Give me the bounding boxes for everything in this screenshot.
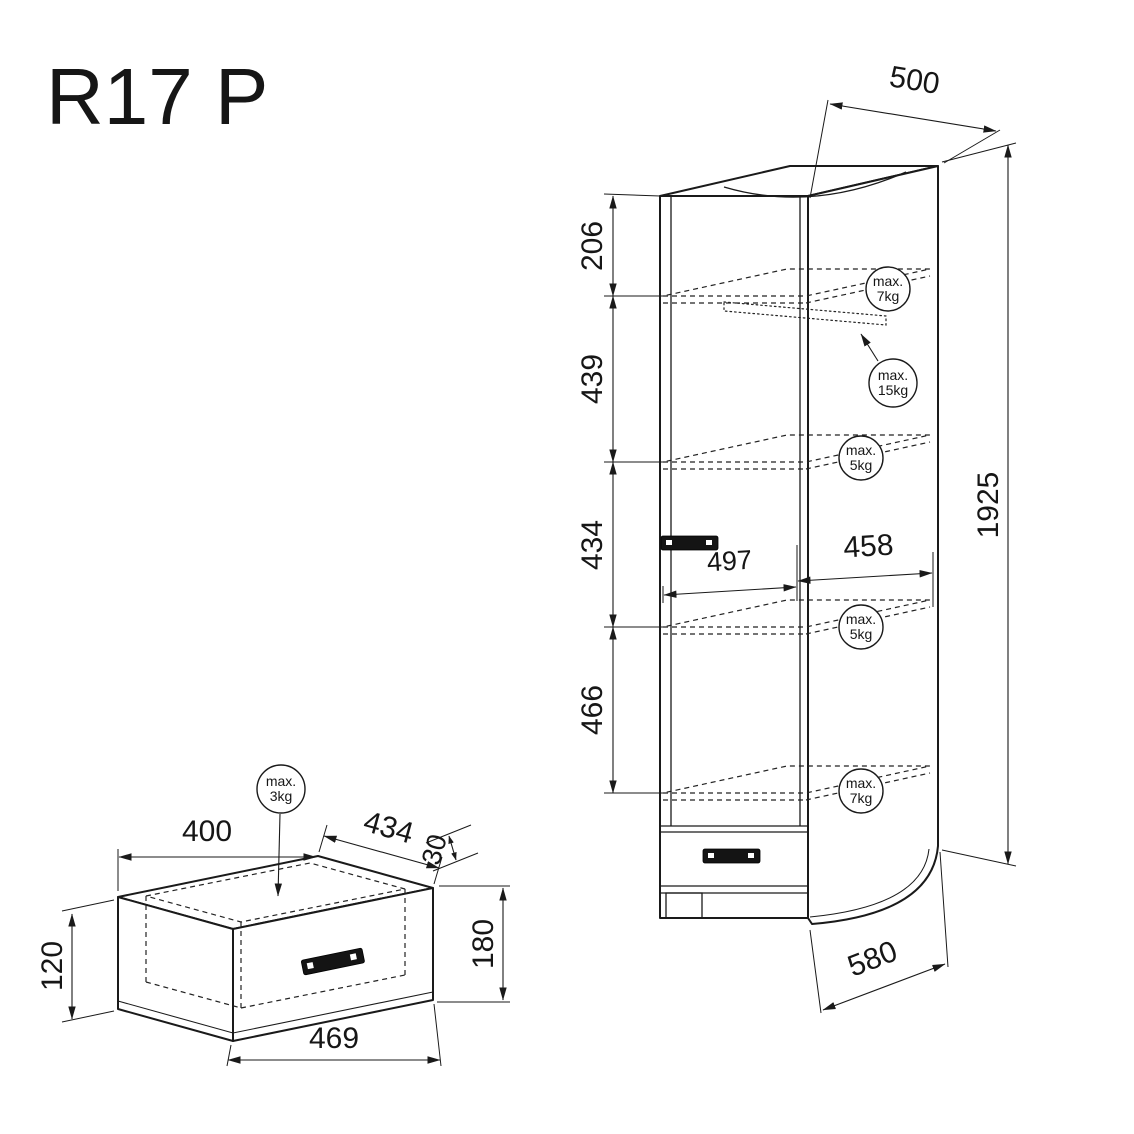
dim-line-drawer-width bbox=[323, 835, 440, 869]
cabinet-side-curve-inner bbox=[809, 848, 930, 918]
dim-label-400: 400 bbox=[182, 815, 232, 848]
cabinet-top-curved-edge bbox=[723, 171, 907, 198]
drawer-drawing bbox=[117, 855, 434, 1042]
rail-leader-arrow bbox=[860, 333, 879, 362]
load-top-shelf-line1: max. bbox=[873, 273, 903, 289]
interior-width-ticks bbox=[662, 545, 934, 607]
load-upper-shelf-line1: max. bbox=[846, 442, 876, 458]
drawer-front-height-extension bbox=[437, 885, 510, 1003]
load-middle-shelf-line2: 5kg bbox=[850, 626, 873, 642]
load-badge-middle-shelf: max. 5kg bbox=[838, 604, 884, 650]
dim-label-434-cab: 434 bbox=[576, 520, 609, 570]
load-drawer-line2: 3kg bbox=[270, 788, 293, 804]
hanging-rail bbox=[723, 301, 887, 326]
depth-extension-lines bbox=[809, 851, 949, 1014]
cabinet-drawing bbox=[659, 165, 939, 925]
load-rail-line2: 15kg bbox=[878, 382, 908, 398]
load-badge-upper-shelf: max. 5kg bbox=[838, 435, 884, 481]
cabinet-front-face bbox=[659, 195, 809, 919]
dim-label-120: 120 bbox=[36, 941, 69, 991]
model-title: R17 P bbox=[46, 52, 268, 141]
dim-label-497: 497 bbox=[706, 545, 753, 578]
load-bottom-shelf-line1: max. bbox=[846, 775, 876, 791]
load-badge-bottom-shelf: max. 7kg bbox=[838, 768, 884, 814]
load-badge-hanging-rail: max. 15kg bbox=[868, 358, 918, 408]
dim-line-top-width bbox=[829, 102, 997, 133]
dim-label-466: 466 bbox=[576, 685, 609, 735]
dim-label-580: 580 bbox=[843, 935, 902, 984]
load-bottom-shelf-line2: 7kg bbox=[850, 790, 873, 806]
cabinet-door-edges bbox=[660, 196, 808, 894]
drawer-handle bbox=[300, 947, 365, 976]
cabinet-load-badges: max. 7kg max. 15kg max. 5kg max. 5kg max… bbox=[838, 266, 918, 814]
cabinet-foot bbox=[665, 892, 703, 918]
load-badge-top-shelf: max. 7kg bbox=[865, 266, 911, 312]
dim-label-469: 469 bbox=[309, 1022, 359, 1055]
dim-label-439: 439 bbox=[576, 354, 609, 404]
dim-line-door-width bbox=[663, 584, 797, 598]
load-drawer-line1: max. bbox=[266, 773, 296, 789]
drawer-width-extension bbox=[318, 824, 443, 885]
dim-label-206: 206 bbox=[576, 221, 609, 271]
dim-label-180: 180 bbox=[467, 919, 500, 969]
load-top-shelf-line2: 7kg bbox=[877, 288, 900, 304]
load-rail-line1: max. bbox=[878, 367, 908, 383]
drawer-side-panel bbox=[117, 896, 234, 1042]
drawer-overhang-extension bbox=[425, 824, 479, 872]
drawer-interior-hidden-edges bbox=[145, 889, 406, 1009]
dim-line-depth bbox=[822, 963, 946, 1011]
drawer-side-height-extension bbox=[61, 899, 115, 1023]
height-extension-lines bbox=[941, 142, 1017, 867]
dim-line-inner-width bbox=[797, 570, 933, 584]
dim-label-434-drawer: 434 bbox=[360, 805, 417, 850]
load-badge-drawer: max. 3kg bbox=[256, 764, 306, 814]
door-handle bbox=[660, 535, 719, 551]
load-upper-shelf-line2: 5kg bbox=[850, 457, 873, 473]
drawer-bottom-thickness bbox=[117, 991, 434, 1034]
dim-label-500: 500 bbox=[887, 60, 942, 101]
dim-line-drawer-overhang bbox=[448, 835, 457, 861]
cabinet-side-panel bbox=[807, 165, 939, 925]
dim-label-458: 458 bbox=[842, 529, 894, 565]
cabinet-dimensions: 206 439 434 466 1925 500 580 497 458 bbox=[576, 60, 1017, 1014]
drawer-load-badge: max. 3kg bbox=[256, 764, 306, 897]
cabinet-drawer-handle bbox=[702, 848, 761, 864]
dim-label-1925: 1925 bbox=[972, 472, 1005, 539]
top-width-extension-lines bbox=[809, 99, 1001, 199]
left-extension-lines bbox=[603, 193, 663, 794]
load-middle-shelf-line1: max. bbox=[846, 611, 876, 627]
